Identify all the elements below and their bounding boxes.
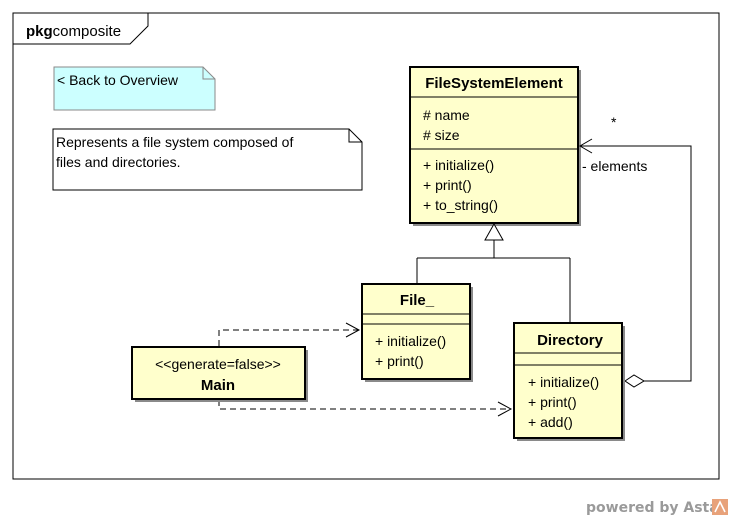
operation-initialize: + initialize() <box>375 333 446 349</box>
aggregation-diamond <box>624 374 645 388</box>
package-keyword: pkg <box>26 23 53 40</box>
dependency-arrowhead-directory <box>497 401 513 417</box>
package-tab <box>13 13 149 45</box>
operation-print: + print() <box>528 394 577 410</box>
generalization-edges <box>416 222 571 323</box>
description-note: Represents a file system composed of fil… <box>52 128 363 191</box>
class-directory[interactable]: Directory + initialize() + print() + add… <box>513 322 625 441</box>
description-line-2: files and directories. <box>56 154 181 170</box>
operation-initialize: + initialize() <box>423 157 494 173</box>
class-name: Directory <box>537 332 604 349</box>
class-name: FileSystemElement <box>425 75 563 92</box>
operation-initialize: + initialize() <box>528 374 599 390</box>
class-name: Main <box>201 377 235 394</box>
stereotype: <<generate=false>> <box>155 356 281 372</box>
inheritance-arrowhead <box>484 222 504 241</box>
class-file[interactable]: File_ + initialize() + print() <box>361 283 473 382</box>
attribute-name: # name <box>423 107 470 123</box>
operation-print: + print() <box>375 353 424 369</box>
back-to-overview-note[interactable]: < Back to Overview <box>53 66 216 111</box>
back-link-text[interactable]: < Back to Overview <box>57 72 179 88</box>
role-label: - elements <box>582 158 647 174</box>
operation-add: + add() <box>528 414 573 430</box>
class-main[interactable]: <<generate=false>> Main <box>131 346 308 402</box>
operation-to-string: + to_string() <box>423 197 498 213</box>
aggregation-edge: - elements * <box>579 114 692 388</box>
description-line-1: Represents a file system composed of <box>56 134 293 150</box>
astah-watermark: powered by Astah <box>586 499 729 516</box>
watermark-text: powered by Astah <box>586 500 729 516</box>
package-name: composite <box>53 23 121 40</box>
package-label: pkgcomposite <box>26 23 121 40</box>
operation-print: + print() <box>423 177 472 193</box>
open-arrowhead <box>579 138 593 154</box>
attribute-size: # size <box>423 127 460 143</box>
class-name: File_ <box>400 292 435 309</box>
dependency-edges <box>218 322 513 417</box>
dependency-arrowhead-file <box>345 322 361 338</box>
class-file-system-element[interactable]: FileSystemElement # name # size + initia… <box>409 66 581 226</box>
multiplicity-label: * <box>611 114 617 130</box>
